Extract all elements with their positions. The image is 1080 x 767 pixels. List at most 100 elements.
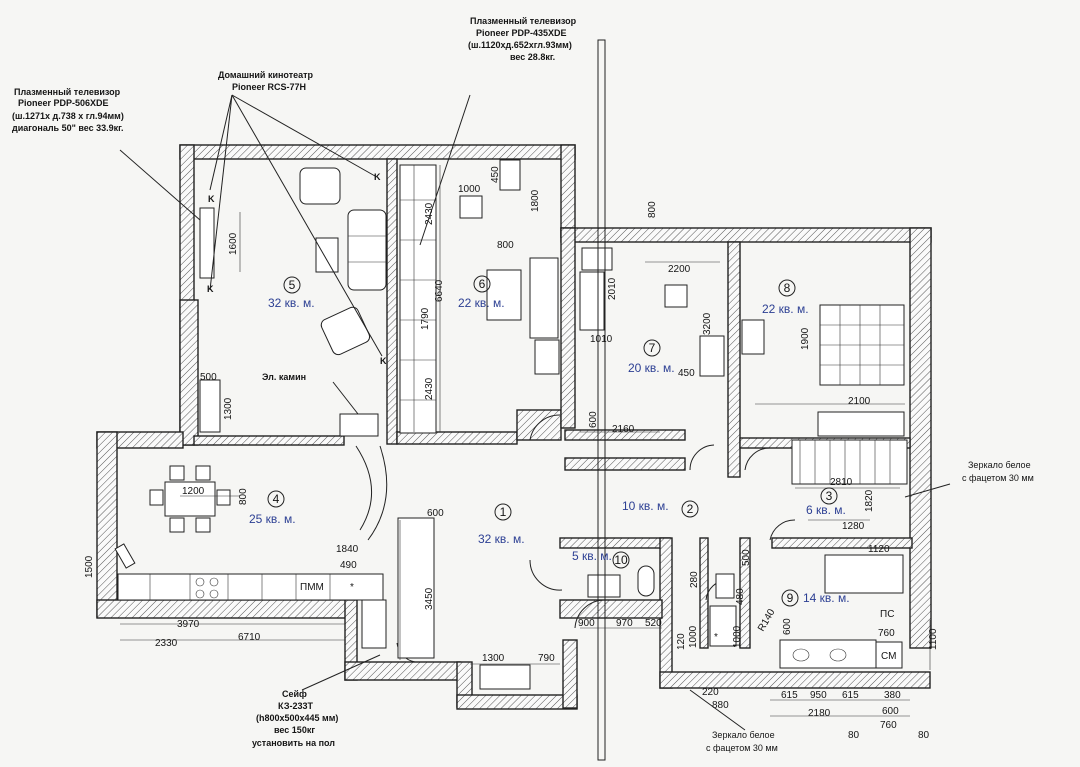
svg-text:диагональ 50" вес 33.9кг.: диагональ 50" вес 33.9кг. [12,123,124,133]
dim-600-bottom: 600 [882,706,899,717]
room-6-number: 6 [479,277,486,291]
svg-text:вес 150кг: вес 150кг [274,725,315,735]
dim-1200: 1200 [182,486,205,497]
dim-280: 280 [689,571,700,588]
dim-800-top: 800 [647,201,658,218]
room-1-area: 32 кв. м. [478,532,525,546]
dim-2430-bottom: 2430 [424,377,435,400]
dim-480: 480 [735,588,746,605]
dim-800: 800 [497,240,514,251]
dishwasher-label: ПММ [300,582,324,593]
room-3-area: 6 кв. м. [806,503,846,517]
speaker-mark: K [207,284,214,294]
speaker-mark: K [380,356,387,366]
dim-6640: 6640 [434,279,445,302]
annotations: Плазменный телевизор Pioneer PDP-506XDE … [12,16,1034,753]
walls [96,144,932,710]
tv-top-note: Плазменный телевизор Pioneer PDP-435XDE … [468,16,577,62]
dim-760-bottom: 760 [880,720,897,731]
room-2-area: 10 кв. м. [622,499,669,513]
room-4-area: 25 кв. м. [249,512,296,526]
speaker-mark: K [374,172,381,182]
room-7-number: 7 [649,341,656,355]
svg-text:установить на пол: установить на пол [252,738,335,748]
dim-1100: 1100 [928,628,939,650]
dim-1840: 1840 [336,544,359,555]
dim-1000-a: 1000 [688,625,699,648]
svg-text:Домашний кинотеатр: Домашний кинотеатр [218,70,314,80]
dim-r140: R140 [756,607,778,634]
fireplace-label: Эл. камин [262,372,306,382]
dim-1900: 1900 [800,327,811,350]
dim-2100: 2100 [848,396,871,407]
room-8-area: 22 кв. м. [762,302,809,316]
svg-text:Pioneer PDP-435XDE: Pioneer PDP-435XDE [476,28,567,38]
dim-1300-corridor: 1300 [482,653,505,664]
dim-2430-top: 2430 [424,202,435,225]
dim-1000-b: 1000 [732,625,743,648]
home-theater-note: Домашний кинотеатр Pioneer RCS-77H [218,70,314,92]
room-labels: 1 32 кв. м. 2 10 кв. м. 3 6 кв. м. 4 25 … [249,275,850,607]
room-4-number: 4 [273,492,280,506]
dim-1600: 1600 [228,232,239,255]
svg-text:(ш.1271х д.738 х гл.94мм): (ш.1271х д.738 х гл.94мм) [12,111,124,121]
speaker-mark: K [208,194,215,204]
dim-800-table: 800 [238,488,249,505]
dim-2160: 2160 [612,424,635,435]
dryer-label: ПС [880,609,894,620]
svg-text:КЗ-233Т: КЗ-233Т [278,701,313,711]
dim-6710: 6710 [238,632,261,643]
dim-1280: 1280 [842,521,865,532]
room-5-area: 32 кв. м. [268,296,315,310]
room-10-number: 10 [614,553,628,567]
dim-790: 790 [538,653,555,664]
dim-970: 970 [616,618,633,629]
dim-900: 900 [578,618,595,629]
dim-2330: 2330 [155,638,178,649]
dim-3450: 3450 [424,587,435,610]
svg-text:с фацетом 30 мм: с фацетом 30 мм [962,473,1034,483]
dim-1800: 1800 [530,189,541,212]
dim-880: 880 [712,700,729,711]
dim-2180: 2180 [808,708,831,719]
room-2-number: 2 [687,502,694,516]
room-9-area: 14 кв. м. [803,591,850,605]
dim-450-room7: 450 [678,368,695,379]
svg-text:Pioneer RCS-77H: Pioneer RCS-77H [232,82,306,92]
room-3-number: 3 [826,489,833,503]
dim-1500: 1500 [84,555,95,578]
dim-1790: 1790 [420,307,431,330]
svg-text:(h800х500х445 мм): (h800х500х445 мм) [256,713,338,723]
dim-380: 380 [884,690,901,701]
dim-600-bath: 600 [782,618,793,635]
mirror-bottom-note: Зеркало белое с фацетом 30 мм [706,730,778,753]
room-5-number: 5 [289,278,296,292]
dim-520: 520 [645,618,662,629]
dim-600: 600 [588,411,599,428]
dim-3970: 3970 [177,619,200,630]
dim-760: 760 [878,628,895,639]
dim-500: 500 [200,372,217,383]
room-1-number: 1 [500,505,507,519]
dim-615-a: 615 [781,690,798,701]
svg-text:(ш.1120хд.652хгл.93мм): (ш.1120хд.652хгл.93мм) [468,40,572,50]
dim-950: 950 [810,690,827,701]
doors [355,414,796,663]
tv-left-note: Плазменный телевизор Pioneer PDP-506XDE … [12,87,124,133]
dim-220: 220 [702,687,719,698]
furniture [114,159,908,690]
room-8-number: 8 [784,281,791,295]
svg-text:Зеркало белое: Зеркало белое [968,460,1031,470]
dim-2200: 2200 [668,264,691,275]
dim-2810: 2810 [830,477,853,488]
dim-120: 120 [676,633,687,650]
dim-450: 450 [490,166,501,183]
dim-615-b: 615 [842,690,859,701]
room-7-area: 20 кв. м. [628,361,675,375]
room-9-number: 9 [787,591,794,605]
room-6-area: 22 кв. м. [458,296,505,310]
mirror-right-note: Зеркало белое с фацетом 30 мм [962,460,1034,483]
dim-80-b: 80 [918,730,930,741]
washer-label: СМ [881,651,896,662]
dim-1300: 1300 [223,397,234,420]
